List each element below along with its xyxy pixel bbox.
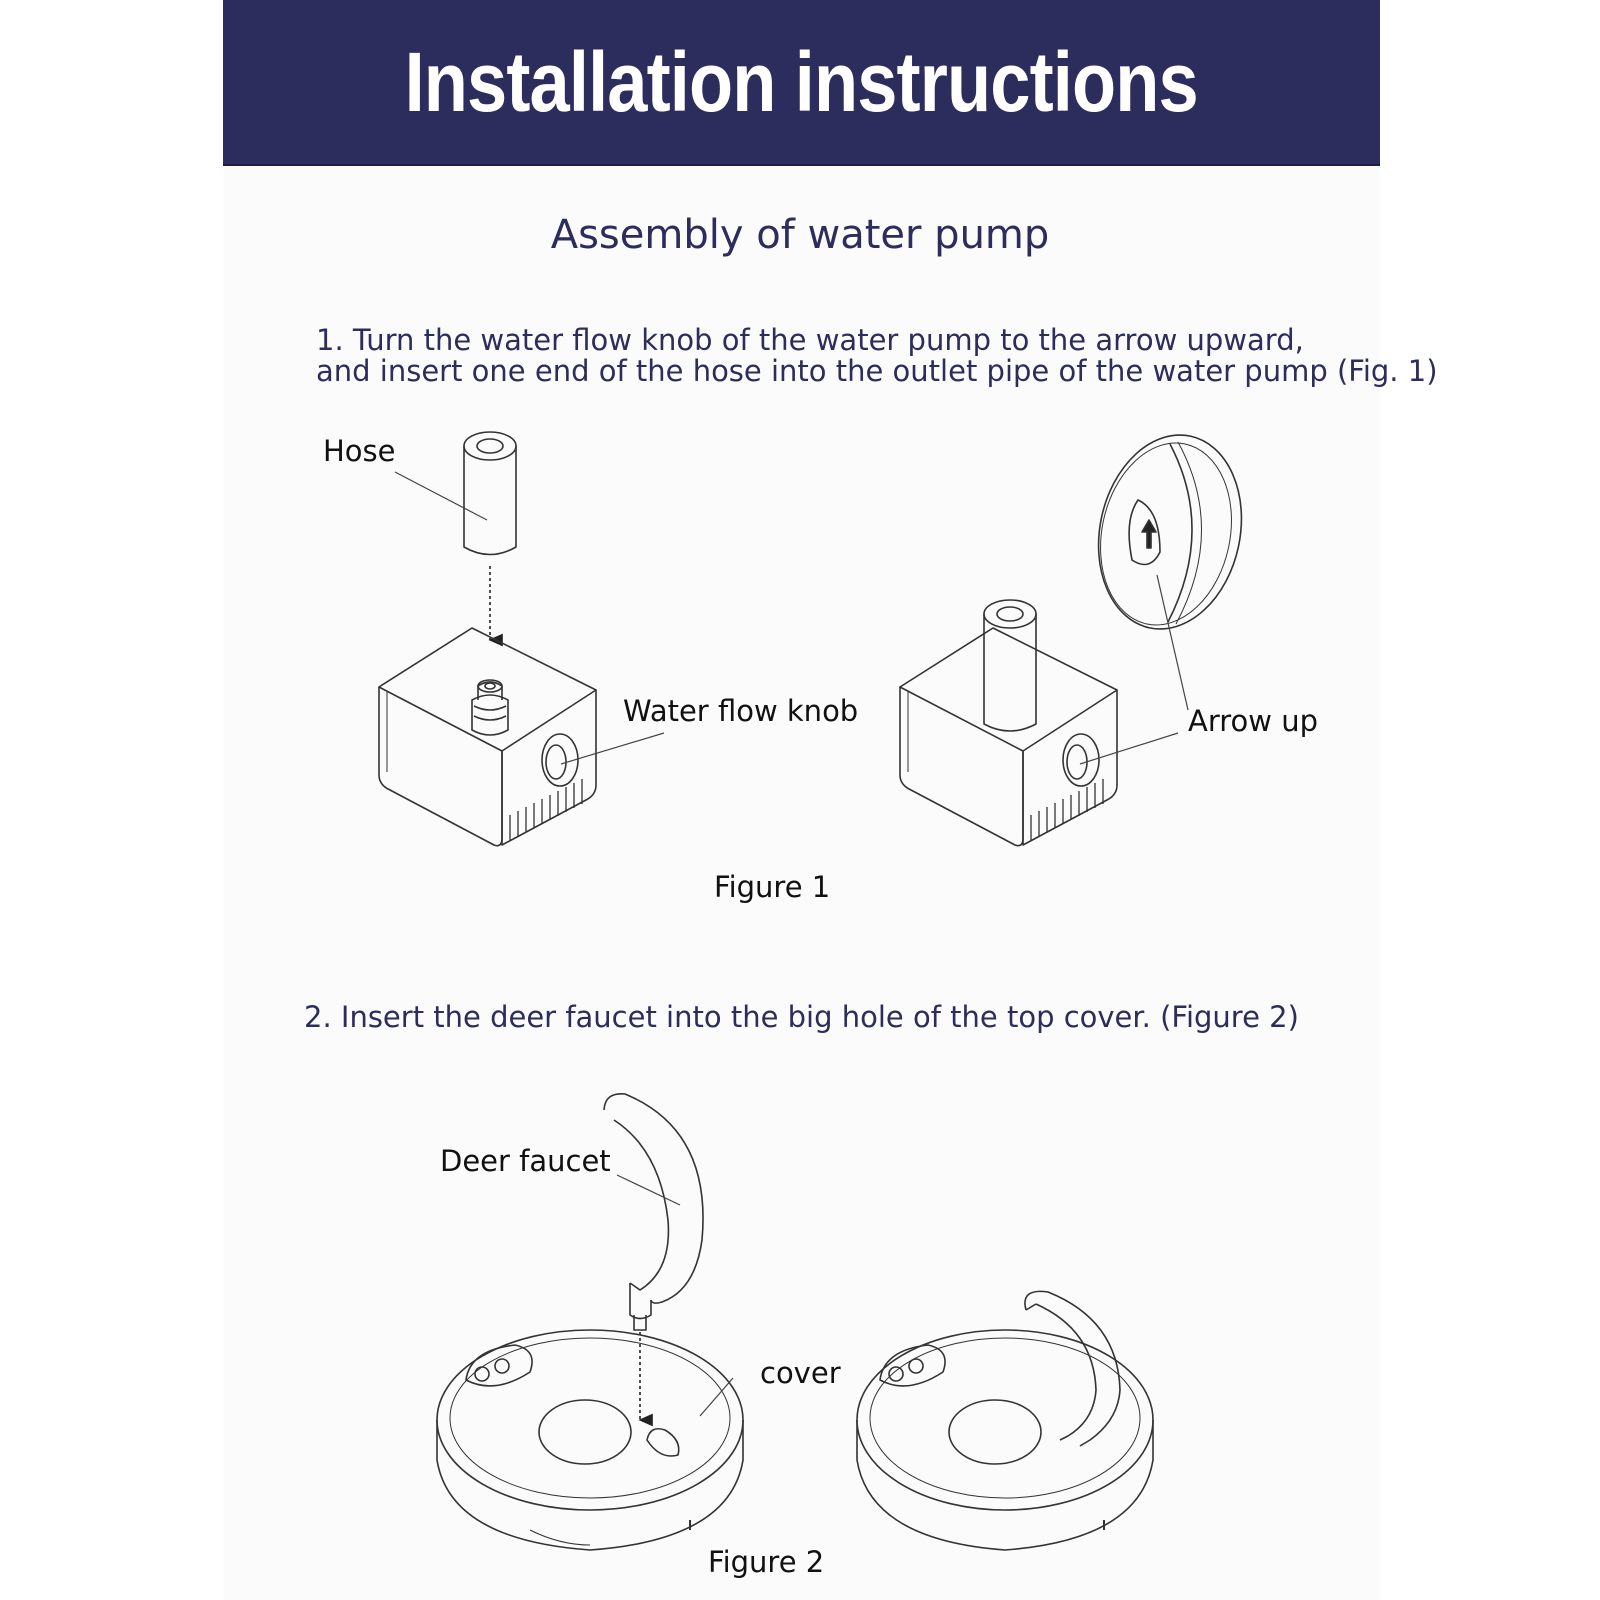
- faucet-leader-line: [616, 1174, 681, 1206]
- knob-leader-line: [560, 732, 665, 765]
- title-banner: Installation instructions: [223, 0, 1380, 166]
- hose-icon: [463, 431, 517, 556]
- step2-text: 2. Insert the deer faucet into the big h…: [304, 1000, 1299, 1034]
- water-flow-knob-label: Water flow knob: [623, 694, 859, 728]
- deer-faucet-label: Deer faucet: [440, 1144, 611, 1178]
- top-cover-icon: [436, 1329, 744, 1551]
- arrow-leader-line-1: [1079, 732, 1179, 765]
- assembled-cover-icon: [856, 1290, 1154, 1551]
- instruction-sheet: [223, 0, 1380, 1600]
- water-pump-icon: [378, 627, 597, 847]
- step1-line2: and insert one end of the hose into the …: [316, 354, 1438, 388]
- section-title: Assembly of water pump: [550, 212, 1050, 258]
- cover-leader-line: [699, 1377, 734, 1417]
- arrow-up-label: Arrow up: [1188, 704, 1319, 738]
- knob-zoom-icon: [1097, 434, 1243, 630]
- hose-leader-line: [394, 471, 488, 521]
- step1-line1: 1. Turn the water flow knob of the water…: [316, 323, 1304, 357]
- hose-label: Hose: [323, 434, 396, 468]
- arrow-leader-line-2: [1156, 574, 1189, 711]
- figure1-caption: Figure 1: [714, 870, 831, 904]
- deer-faucet-icon: [603, 1093, 704, 1331]
- page-title: Installation instructions: [404, 34, 1199, 129]
- figure2-caption: Figure 2: [708, 1545, 825, 1579]
- cover-label: cover: [760, 1356, 841, 1390]
- pump-with-hose-icon: [899, 599, 1118, 847]
